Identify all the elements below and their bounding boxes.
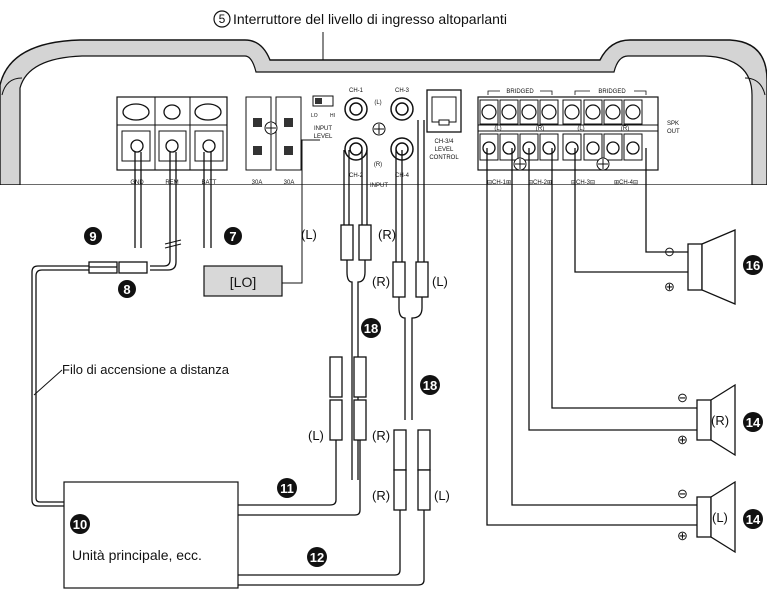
speaker14l-minus: ⊖ (677, 486, 688, 501)
speaker14r-minus: ⊖ (677, 390, 688, 405)
callout-5-circle (213, 10, 231, 28)
spk-terminals (479, 99, 643, 161)
switch-lo-label: LO (311, 113, 318, 119)
ch1-label: CH-1 (349, 88, 364, 94)
level-control-label-3: CONTROL (429, 155, 459, 161)
callout-5-number: 5 (219, 12, 226, 26)
rca-cables (238, 120, 431, 586)
rca3-l-label: (L) (308, 428, 324, 443)
level-label: LEVEL (314, 134, 333, 140)
level-control-label-1: CH-3/4 (434, 139, 454, 145)
level-control-label-2: LEVEL (435, 147, 454, 153)
speaker16-minus: ⊖ (664, 244, 675, 259)
callout-12: 12 (307, 547, 327, 567)
bridged2-label: BRIDGED (598, 89, 626, 95)
fuse1-label: 30A (252, 180, 263, 186)
svg-text:18: 18 (423, 378, 437, 393)
speaker14l-plus: ⊕ (677, 528, 688, 543)
batt-label: BATT (202, 180, 217, 186)
speaker-14-left (696, 480, 736, 554)
fuses: 30A 30A (245, 96, 302, 186)
rem-label: REM (165, 180, 178, 186)
callout-18-b: 18 (420, 375, 440, 395)
ch4-terminal-label: ⊞CH-4⊟ (614, 180, 638, 186)
ch2-label: CH-2 (349, 173, 364, 179)
callout-10: 10 (70, 514, 90, 534)
svg-text:12: 12 (310, 550, 324, 565)
rca4-l-label: (L) (434, 488, 450, 503)
gnd-label: GND (130, 180, 144, 186)
callout-8: 8 (118, 280, 136, 298)
lo-indicator: [LO] (203, 139, 320, 297)
rca3-r-label: (R) (372, 428, 390, 443)
input-level-switch[interactable]: LO HI INPUT LEVEL (311, 95, 335, 140)
rca2-l-label: (L) (432, 274, 448, 289)
speaker-16 (687, 229, 736, 305)
rca1-r-label: (R) (378, 227, 396, 242)
callout-11: 11 (277, 478, 297, 498)
callout-7: 7 (224, 227, 242, 245)
input-label: INPUT (314, 126, 332, 132)
speaker-l-label: (L) (712, 510, 728, 525)
ch2-terminal-label: ⊟CH-2⊞ (528, 180, 552, 186)
remote-wire-label: Filo di accensione a distanza (62, 362, 230, 377)
ch34-r-label: (R) (621, 126, 629, 132)
ch3-label: CH-3 (395, 88, 410, 94)
header-title: Interruttore del livello di ingresso alt… (233, 11, 507, 27)
switch-hi-label: HI (330, 113, 335, 119)
ch1-terminal-label: ⊟CH-1⊞ (487, 180, 511, 186)
svg-text:9: 9 (89, 229, 96, 244)
ch12-r-label: (R) (536, 126, 544, 132)
callout-14-b: 14 (743, 509, 763, 529)
lo-box-label: [LO] (230, 274, 256, 290)
ch34-l-label: (L) (577, 126, 584, 132)
callout-9: 9 (84, 227, 102, 245)
svg-text:7: 7 (229, 229, 236, 244)
ch12-l-label: (L) (494, 126, 501, 132)
rca1-l-label: (L) (301, 227, 317, 242)
rca2-r-label: (R) (372, 274, 390, 289)
speaker14r-plus: ⊕ (677, 432, 688, 447)
power-wires (31, 152, 212, 507)
speaker16-plus: ⊕ (664, 279, 675, 294)
head-unit-label: Unità principale, ecc. (72, 547, 202, 563)
svg-text:10: 10 (73, 517, 87, 532)
svg-text:18: 18 (364, 321, 378, 336)
callout-16: 16 (743, 255, 763, 275)
level-control-jack: CH-3/4 LEVEL CONTROL (426, 89, 462, 161)
svg-text:11: 11 (280, 481, 294, 496)
spk-out-label-1: SPK (667, 121, 679, 127)
speaker-r-label: (R) (711, 413, 729, 428)
speaker-wires (486, 148, 697, 526)
callout-14-a: 14 (743, 412, 763, 432)
svg-text:16: 16 (746, 258, 760, 273)
ch3-terminal-label: ⊟CH-3⊟ (571, 180, 595, 186)
speaker-14-right (696, 383, 736, 457)
bridged1-label: BRIDGED (506, 89, 534, 95)
svg-text:14: 14 (746, 415, 761, 430)
ch-l-label: (L) (374, 100, 381, 106)
speaker-terminal-block: BRIDGED BRIDGED (477, 89, 680, 186)
rca4-r-label: (R) (372, 488, 390, 503)
svg-text:14: 14 (746, 512, 761, 527)
head-unit: Unità principale, ecc. (63, 481, 239, 589)
fuse2-label: 30A (284, 180, 295, 186)
input-bottom-label: INPUT (370, 183, 388, 189)
svg-text:8: 8 (123, 282, 130, 297)
spk-out-label-2: OUT (667, 129, 680, 135)
ch-r-label: (R) (374, 162, 382, 168)
callout-18-a: 18 (361, 318, 381, 338)
